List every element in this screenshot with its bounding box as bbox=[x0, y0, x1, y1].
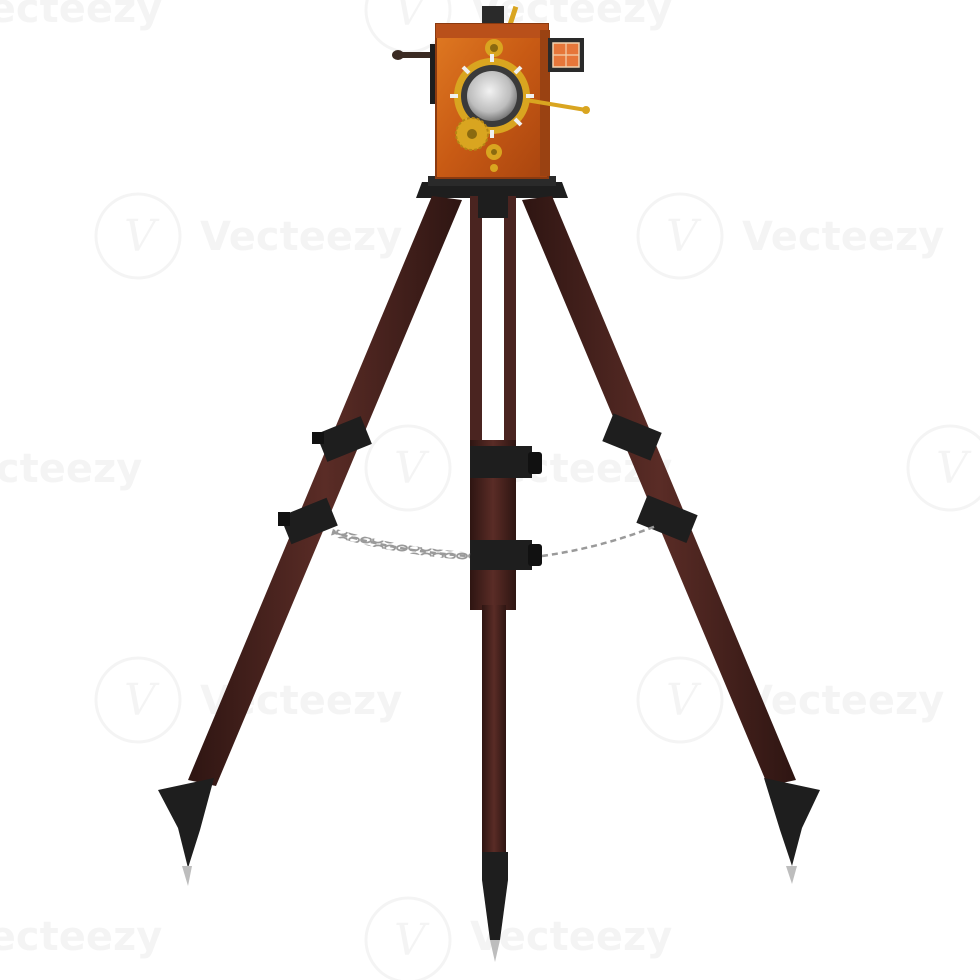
top-knob bbox=[482, 6, 504, 28]
tripod-center-rail-left bbox=[470, 196, 482, 446]
watermark-text: Vecteezy bbox=[0, 914, 162, 960]
left-foot-spike bbox=[158, 778, 214, 868]
watermark-text: Vecteezy bbox=[0, 446, 142, 492]
watermark-badge-icon: V bbox=[364, 424, 452, 512]
watermark-badge-icon: V bbox=[636, 656, 724, 744]
camera-lens bbox=[450, 54, 534, 138]
watermark-badge-icon: V bbox=[94, 192, 182, 280]
center-foot-spike bbox=[482, 852, 508, 940]
svg-text:V: V bbox=[124, 675, 160, 726]
right-leg-lower-clamp bbox=[636, 494, 698, 544]
svg-text:V: V bbox=[666, 211, 702, 262]
watermark-text: Vecteezy bbox=[470, 914, 672, 960]
watermark-text: Vecteezy bbox=[0, 0, 162, 32]
svg-text:V: V bbox=[124, 211, 160, 262]
watermark-badge-icon: V bbox=[94, 656, 182, 744]
watermark-text: Vecteezy bbox=[742, 214, 944, 260]
shutter-lever bbox=[525, 98, 587, 112]
vintage-camera-icon bbox=[392, 5, 590, 179]
tripod-center-leg-lower bbox=[482, 605, 506, 855]
watermark-text: Vecteezy bbox=[742, 678, 944, 724]
center-upper-clamp bbox=[470, 446, 532, 478]
right-foot-spike bbox=[764, 778, 820, 866]
watermark-badge-icon: V bbox=[636, 192, 724, 280]
gear-icon bbox=[455, 117, 489, 151]
crank-handle bbox=[398, 52, 434, 58]
center-lower-clamp bbox=[470, 540, 532, 570]
center-lower-knob bbox=[528, 544, 542, 566]
svg-text:V: V bbox=[936, 443, 972, 494]
left-leg-lower-clamp bbox=[280, 497, 338, 545]
tripod-leg-left bbox=[188, 196, 462, 786]
watermark-badge-icon: V bbox=[906, 424, 980, 512]
tripod-icon bbox=[158, 176, 820, 962]
right-chain bbox=[541, 524, 657, 558]
watermark-badge-icon: V bbox=[364, 896, 452, 980]
svg-text:V: V bbox=[394, 915, 430, 966]
svg-text:V: V bbox=[666, 675, 702, 726]
left-chain bbox=[330, 528, 471, 560]
center-upper-knob bbox=[528, 452, 542, 474]
right-leg-upper-clamp bbox=[602, 413, 662, 461]
tripod-leg-right bbox=[522, 196, 796, 786]
tripod-center-rail-right bbox=[504, 196, 516, 446]
left-leg-upper-clamp bbox=[316, 416, 372, 462]
watermark-text: Vecteezy bbox=[200, 214, 402, 260]
svg-text:V: V bbox=[394, 443, 430, 494]
svg-text:V: V bbox=[394, 0, 430, 36]
